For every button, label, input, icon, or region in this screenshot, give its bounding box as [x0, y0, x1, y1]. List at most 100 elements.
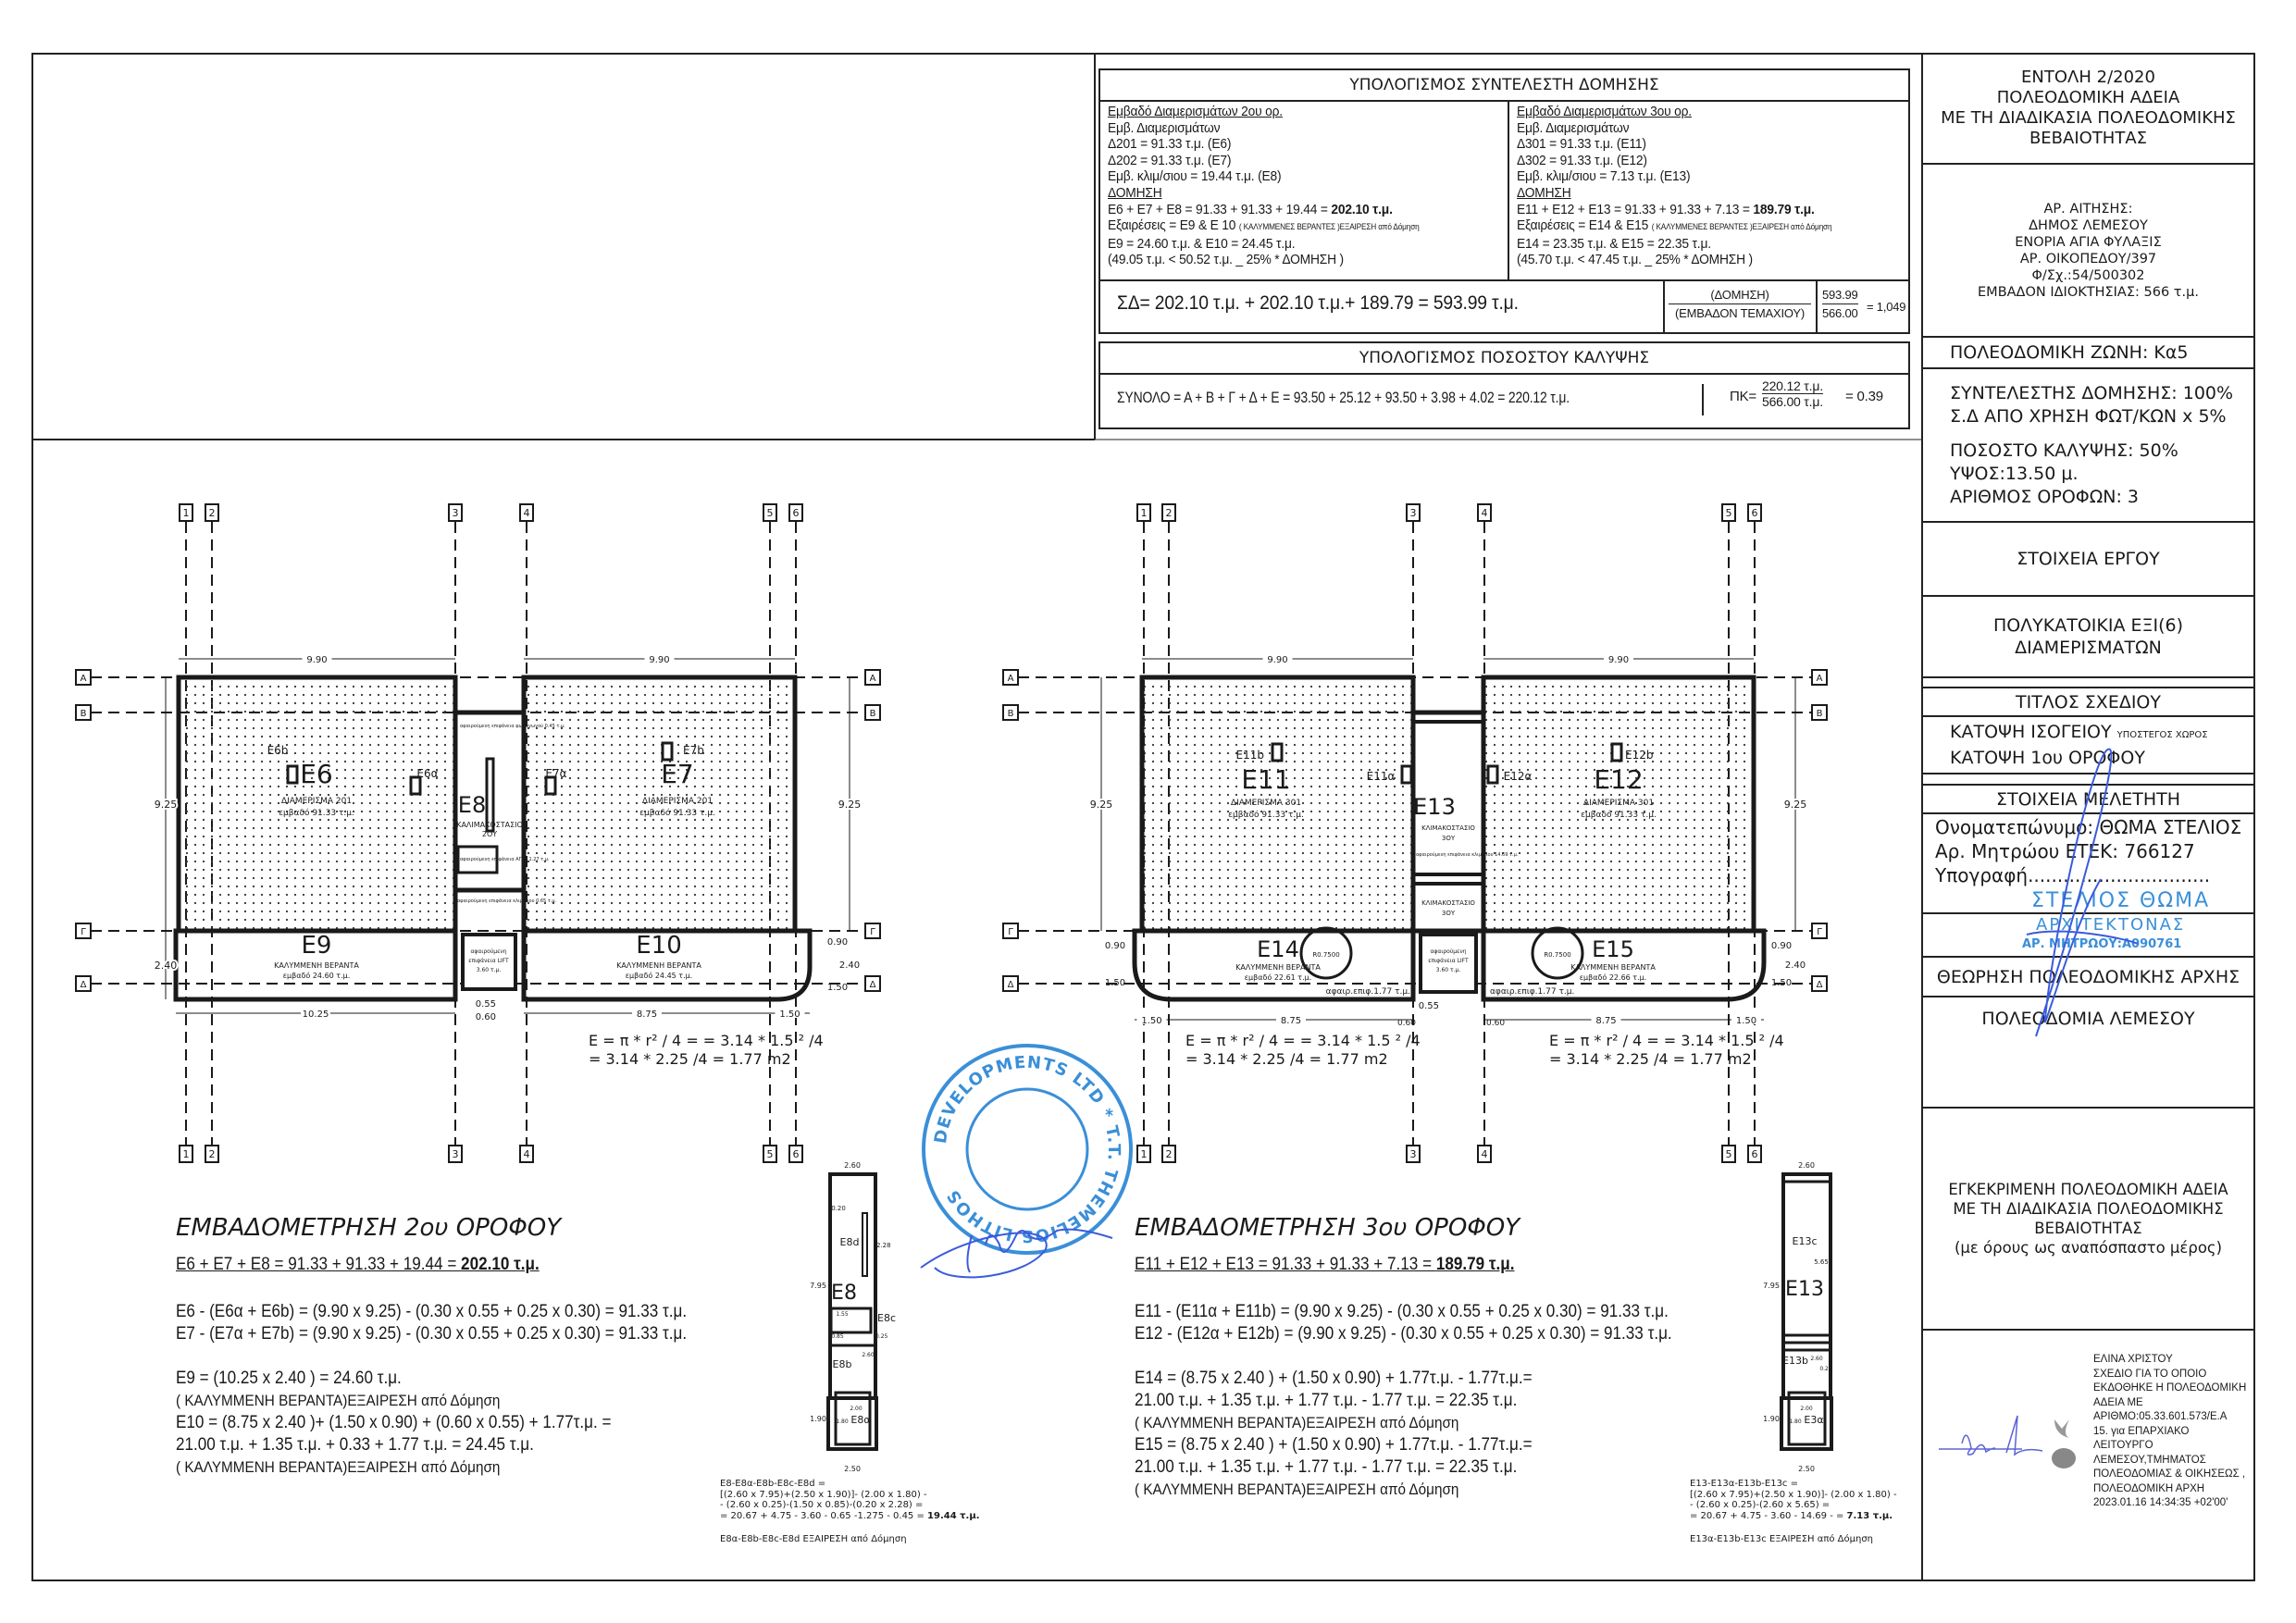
text-line: 2023.01.16 14:34:35 +02'00'	[2093, 1497, 2228, 1508]
grid-bubble	[75, 669, 92, 686]
grid-bubble-label: 2	[209, 507, 216, 519]
dimension-label: 2.40	[1785, 960, 1806, 971]
calc-line: ( ΚΑΛΥΜΜΕΝΗ ΒΕΡΑΝΤΑ)ΕΞΑΙΡΕΣΗ από Δόμηση	[1135, 1414, 1459, 1431]
exceptions-text: Εξαιρέσεις = Ε14 & Ε15	[1517, 217, 1652, 234]
calc-line: Ε12 - (Ε12α + Ε12b) = (9.90 x 9.25) - (0…	[1135, 1324, 1672, 1344]
text-line: Ε14 = 23.35 τ.μ. & Ε15 = 22.35 τ.μ.	[1517, 235, 1711, 252]
grid-bubble	[1721, 1145, 1736, 1163]
drawing-title-1-note: ΥΠΟΣΤΕΓΟΣ ΧΩΡΟΣ	[2116, 730, 2208, 740]
calc-line: ( ΚΑΛΥΜΜΕΝΗ ΒΕΡΑΝΤΑ)ΕΞΑΙΡΕΣΗ από Δόμηση	[176, 1458, 501, 1476]
dimension-label: 9.25	[1784, 799, 1807, 811]
total-text: Ε11 + Ε12 + Ε13 = 91.33 + 91.33 + 7.13 =	[1135, 1255, 1436, 1274]
e13a-shape	[1787, 1391, 1827, 1446]
text-line: ΜΕ ΤΗ ΔΙΑΔΙΚΑΣΙΑ ΠΟΛΕΟΔΟΜΙΚΗΣ	[1953, 1200, 2224, 1218]
detail-label-e8: Ε8	[831, 1282, 857, 1305]
calc-line: ( ΚΑΛΥΜΜΕΝΗ ΒΕΡΑΝΤΑ)ΕΞΑΙΡΕΣΗ από Δόμηση	[176, 1392, 501, 1409]
column-divider	[1663, 281, 1665, 334]
text-line: Σ.Δ ΑΠΟ ΧΡΗΣΗ ΦΩΤ/ΚΩΝ x 5%	[1950, 405, 2227, 427]
e13-detail-outline	[1780, 1172, 1833, 1451]
room-description: 3ΟΥ	[1442, 910, 1456, 917]
floor2-areas-column: Εμβαδό Διαμερισμάτων 2ου ορ. Εμβ. Διαμερ…	[1108, 104, 1420, 268]
column-deduction-box	[544, 775, 557, 796]
sum-value: 189.79 τ.μ.	[1753, 201, 1815, 217]
room-area: εμβαδό 91.33 τ.μ.	[639, 808, 715, 818]
room-description: ΚΛΙΜΑΚΟΣΤΑΣΙΟ	[1421, 899, 1475, 907]
grid-bubble	[179, 503, 193, 522]
title-block-authority: ΠΟΛΕΟΔΟΜΙΑ ΛΕΜΕΣΟΥ	[1922, 997, 2254, 1109]
dimension-label: 2.28	[876, 1242, 891, 1249]
designer-name: Ονοματεπώνυμο: ΘΩΜΑ ΣΤΕΛΙΟΣ	[1935, 816, 2242, 838]
room-description: ΚΑΛΥΜΜΕΝΗ ΒΕΡΑΝΤΑ	[1235, 963, 1321, 972]
detail-label-e13: Ε13	[1785, 1278, 1824, 1301]
grid-bubble-label: Β	[870, 709, 876, 719]
floor3-total-line: Ε11 + Ε12 + Ε13 = 91.33 + 91.33 + 7.13 =…	[1135, 1255, 1672, 1275]
lift-note: 3.60 τ.μ.	[477, 967, 502, 973]
dimension-label: 9.90	[649, 655, 669, 665]
grid-bubble-label: Α	[81, 674, 87, 684]
veranda-e15	[1481, 928, 1767, 1002]
staircase-e13	[1410, 710, 1486, 934]
text-line: Ε13-Ε13α-Ε13b-Ε13c =	[1690, 1479, 1798, 1489]
dimension-label: 2.50	[844, 1465, 861, 1473]
grid-bubble	[1002, 704, 1019, 721]
dimension-label: 0.60	[1397, 1019, 1416, 1028]
dimension-label: 1.50	[1771, 978, 1792, 988]
sum-text: Ε6 + Ε7 + Ε8 = 91.33 + 91.33 + 19.44 =	[1108, 201, 1332, 217]
text-line: Δ202 = 91.33 τ.μ. (Ε7)	[1108, 152, 1232, 168]
text-line: (με όρους ως αναπόσπαστο μέρος)	[1954, 1239, 2223, 1257]
dimension-label: 0.90	[1771, 941, 1792, 951]
grid-bubble-label: Δ	[1008, 980, 1014, 990]
pk-denominator: 566.00 τ.μ.	[1762, 394, 1823, 409]
authority-name: ΠΟΛΕΟΔΟΜΙΑ ΛΕΜΕΣΟΥ	[1981, 1009, 2195, 1029]
deduction-note: αφαιρούμενη επιφάνεια ΑΓΡΑ 1.27 τ.μ.	[460, 856, 550, 862]
stamp-text: DEVELOPMENTS LTD * T.T. THEMELIOS LITHOS	[931, 1053, 1123, 1245]
ratio-numerator: (ΔΟΜΗΣΗ)	[1669, 288, 1811, 304]
duct-box	[456, 845, 499, 874]
designer-registration: Αρ. Μητρώου ΕΤΕΚ: 766127	[1935, 840, 2195, 862]
dimension-label: 2.50	[1798, 1465, 1815, 1473]
grid-bubble-label: Δ	[1817, 980, 1823, 990]
coverage-formula: ΣΥΝΟΛΟ = Α + Β + Γ + Δ + Ε = 93.50 + 25.…	[1117, 389, 1570, 406]
dimension-label: 1.50	[827, 983, 848, 993]
dimension-gap	[1136, 1013, 1167, 1024]
grid-bubble	[448, 1145, 463, 1163]
text-line: ΔΗΜΟΣ ΛΕΜΕΣΟΥ	[2029, 217, 2148, 233]
grid-bubble-label: 1	[183, 1148, 190, 1160]
text-line: Εμβ. Διαμερισμάτων	[1108, 119, 1221, 136]
column-deduction-box	[286, 764, 299, 785]
exceptions-note: ( ΚΑΛΥΜΜΕΝΕΣ ΒΕΡΑΝΤΕΣ )ΕΞΑΙΡΕΣΗ από Δόμη…	[1651, 222, 1832, 232]
dimension-label: 0.60	[1486, 1019, 1505, 1028]
dimension-label: 7.95	[810, 1282, 826, 1290]
grid-bubble-label: Γ	[870, 927, 875, 937]
text-line: ΠΟΛΕΟΔΟΜΙΚΗ ΑΡΧΗ	[2093, 1482, 2205, 1494]
detail-label-e8d: Ε8d	[840, 1236, 860, 1248]
column-deduction-box	[1400, 764, 1413, 785]
dimension-gap	[1591, 1013, 1621, 1024]
dimension-label: 1.80	[836, 1419, 849, 1425]
floor2-area-calculation: ΕΜΒΑΔΟΜΕΤΡΗΣΗ 2ου ΟΡΟΦΟΥ Ε6 + Ε7 + Ε8 = …	[176, 1214, 744, 1479]
dimension-label: 1.50	[779, 1010, 800, 1020]
grid-bubble	[1002, 975, 1019, 992]
grid-bubble	[75, 704, 92, 721]
signature-stroke-icon	[2026, 748, 2138, 1037]
text-line: (45.70 τ.μ. < 47.45 τ.μ. _ 25% * ΔΟΜΗΣΗ …	[1517, 252, 1753, 268]
room-label-e12: Ε12	[1594, 764, 1643, 795]
grid-bubble-label: 4	[1482, 1148, 1488, 1160]
grid-bubble	[864, 923, 881, 939]
grid-bubble-label: 3	[453, 507, 459, 519]
room-area: εμβαδό 22.66 τ.μ.	[1580, 973, 1647, 982]
text-line: ΛΕΜΕΣΟΥ,ΤΜΗΜΑΤΟΣ	[2093, 1454, 2206, 1466]
room-description: ΔΙΑΜΕΡΙΣΜΑ 301	[1231, 799, 1301, 808]
apartment-e6	[176, 675, 458, 934]
grid-bubble	[864, 704, 881, 721]
ratio-fraction-labels: (ΔΟΜΗΣΗ) (ΕΜΒΑΔΟΝ ΤΕΜΑΧΙΟΥ)	[1669, 288, 1811, 320]
dimension-label: 2.00	[850, 1406, 863, 1412]
digital-signature-graphics	[1939, 1415, 2076, 1468]
text-line: ΠΟΛΕΟΔΟΜΙΑΣ & ΟΙΚΗΣΕΩΣ ,	[2093, 1468, 2246, 1480]
dimension-label: 0.55	[1419, 1001, 1439, 1011]
calc-line: 21.00 τ.μ. + 1.35 τ.μ. + 1.77 τ.μ. - 1.7…	[1135, 1457, 1518, 1477]
column-deduction-box	[1610, 742, 1623, 762]
title-block-approved: ΕΓΚΕΚΡΙΜΕΝΗ ΠΟΛΕΟΔΟΜΙΚΗ ΑΔΕΙΑ ΜΕ ΤΗ ΔΙΑΔ…	[1922, 1109, 2254, 1331]
grid-bubble-label: Δ	[81, 980, 87, 990]
